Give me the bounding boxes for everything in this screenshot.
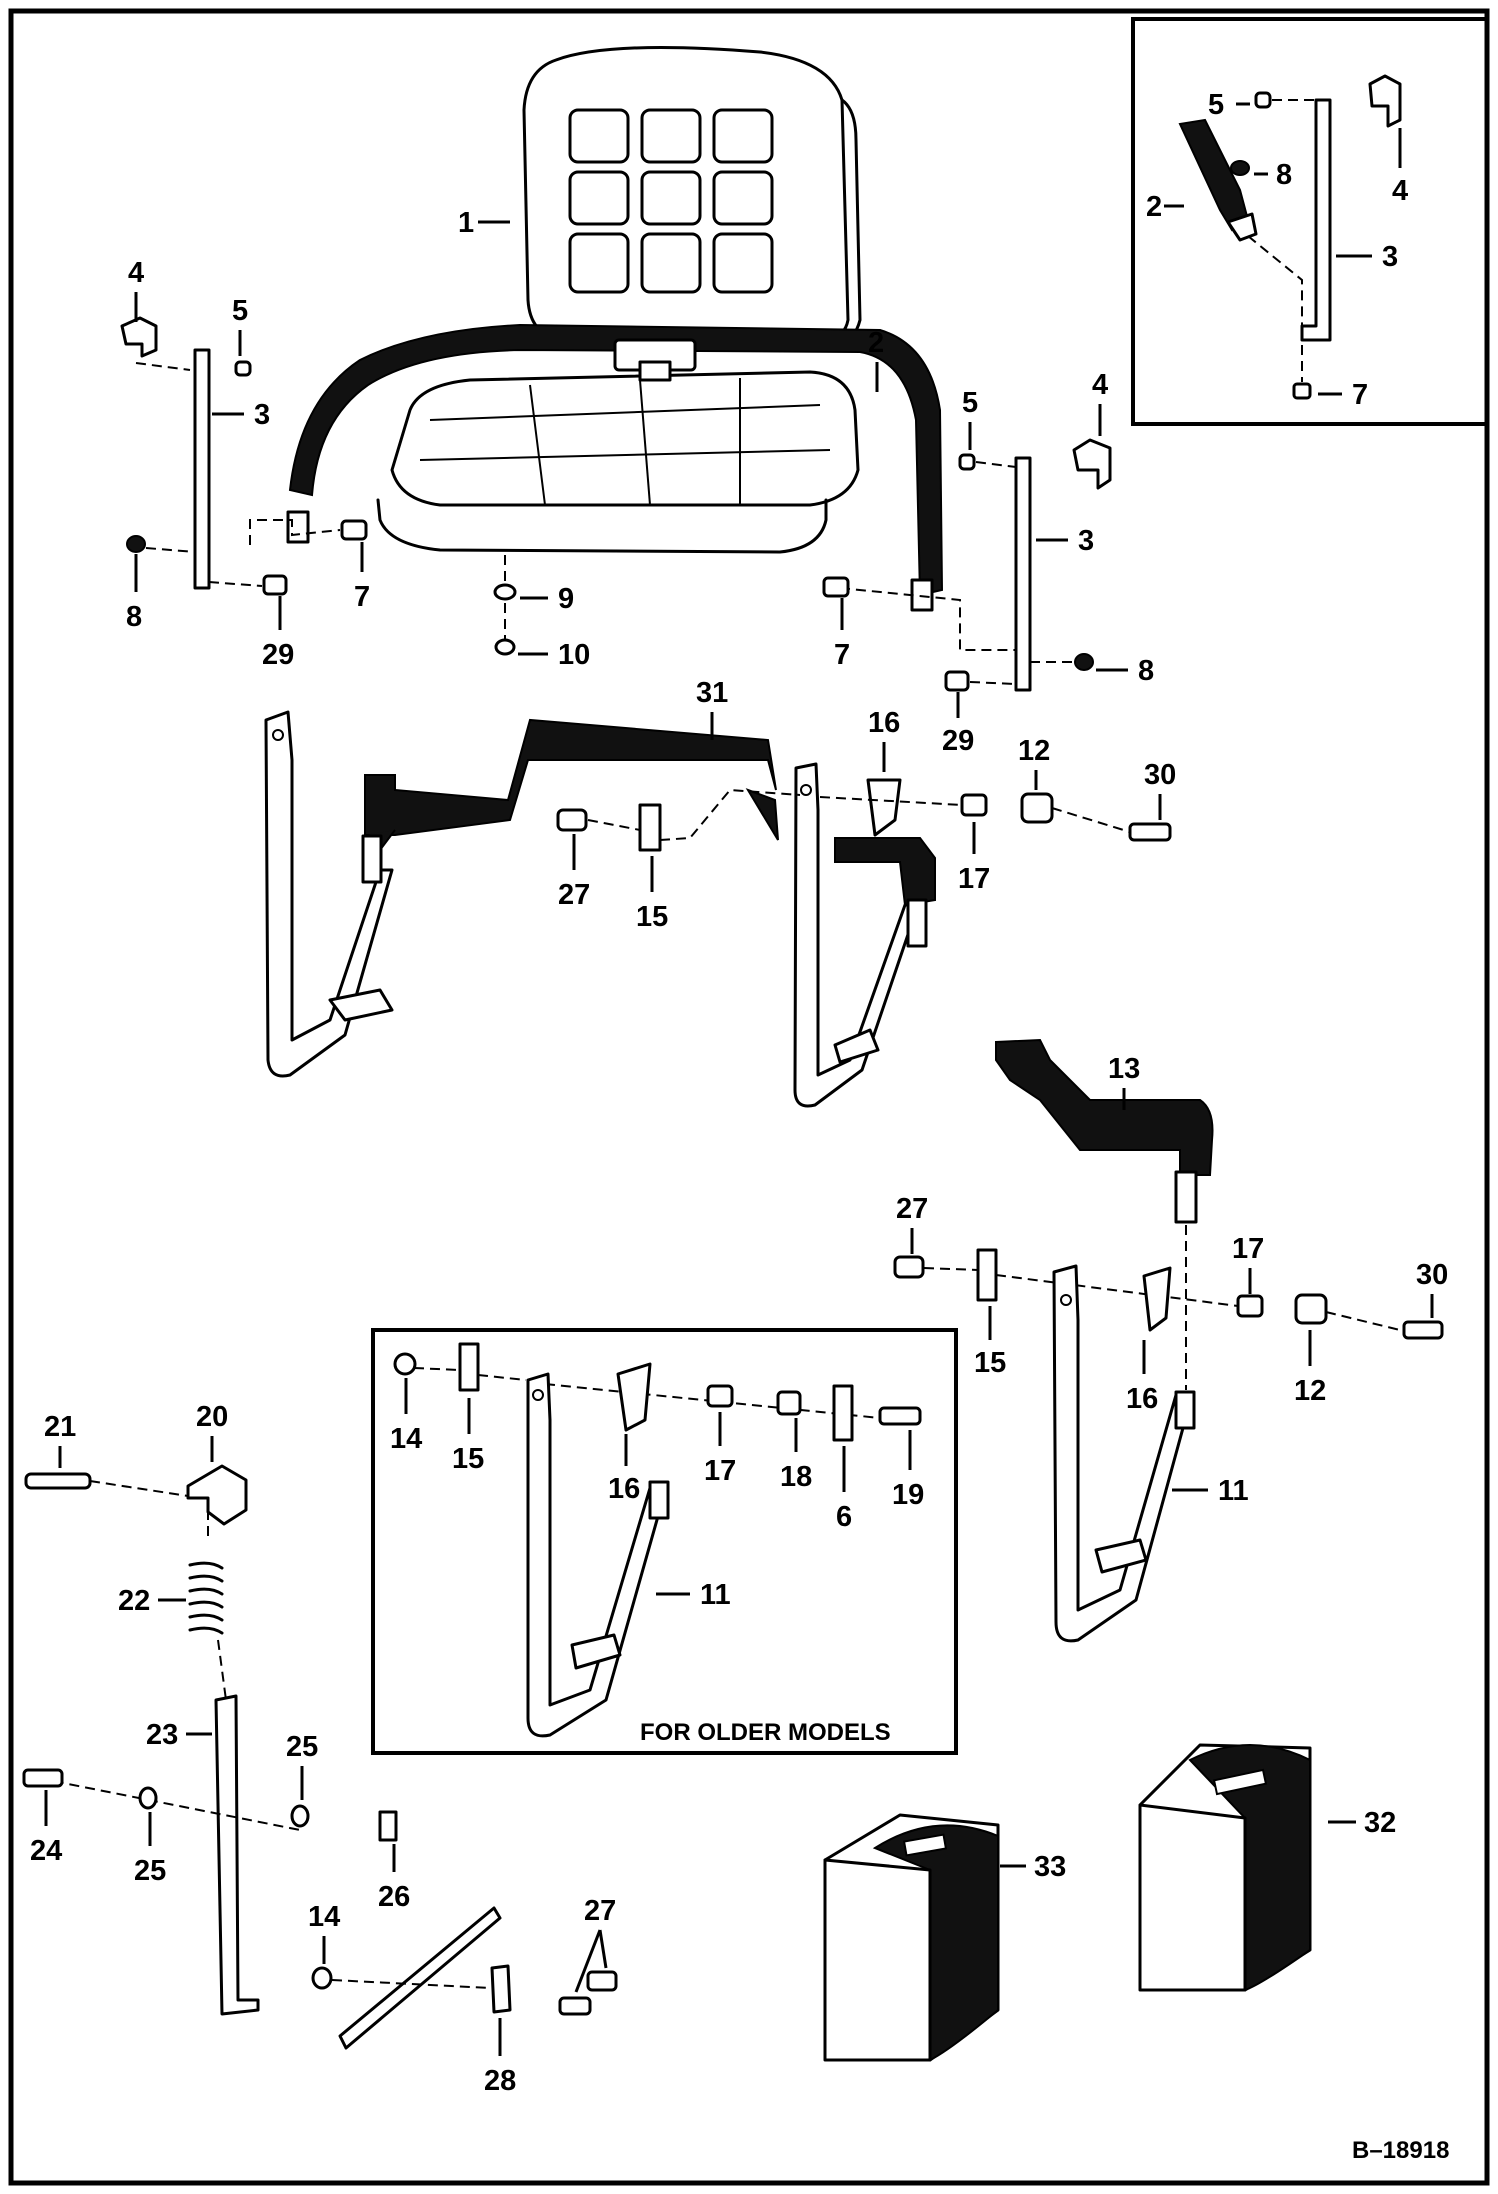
inset-seat-belt-mount: [1131, 17, 1489, 426]
outer-border: [8, 8, 1490, 2186]
callout-label: 16: [868, 707, 900, 739]
callout-label: 4: [1092, 369, 1108, 401]
callout-label: 4: [1392, 175, 1408, 207]
older-models-inset: [371, 1328, 958, 1755]
callout-label: 26: [378, 1881, 410, 1913]
callout-label: 2: [1146, 191, 1162, 223]
callout-label: 7: [354, 581, 370, 613]
callout-label: 16: [608, 1473, 640, 1505]
callout-label: 1: [458, 207, 474, 239]
left-belt-mount: [120, 316, 368, 596]
pad-32: [1138, 1743, 1312, 1992]
callout-label: 8: [1138, 655, 1154, 687]
callout-label: 4: [128, 257, 144, 289]
callout-label: 14: [308, 1901, 340, 1933]
callout-label: 12: [1018, 735, 1050, 767]
pad-33: [823, 1813, 1000, 2062]
callout-label: 19: [892, 1479, 924, 1511]
linkage-assembly: [22, 1464, 618, 2050]
older-models-caption: FOR OLDER MODELS: [640, 1719, 891, 1746]
callout-label: 29: [262, 639, 294, 671]
callout-label: 8: [1276, 159, 1292, 191]
callout-label: 13: [1108, 1053, 1140, 1085]
right-belt-mount: [822, 438, 1112, 692]
callout-label: 32: [1364, 1807, 1396, 1839]
callout-label: 29: [942, 725, 974, 757]
callout-label: 2: [868, 327, 884, 359]
callout-label: 24: [30, 1835, 62, 1867]
callout-label: 7: [1352, 379, 1368, 411]
callout-label: 16: [1126, 1383, 1158, 1415]
drawing-number: B–18918: [1352, 2137, 1449, 2164]
callout-label: 22: [118, 1585, 150, 1617]
callout-label: 31: [696, 677, 728, 709]
callout-label: 12: [1294, 1375, 1326, 1407]
callout-label: 8: [126, 601, 142, 633]
callout-label: 18: [780, 1461, 812, 1493]
callout-label: 30: [1144, 759, 1176, 791]
callout-label: 11: [1218, 1475, 1249, 1507]
callout-label: 15: [974, 1347, 1006, 1379]
callout-label: 6: [836, 1501, 852, 1533]
callout-label: 15: [452, 1443, 484, 1475]
callout-label: 15: [636, 901, 668, 933]
callout-label: 27: [558, 879, 590, 911]
callouts: 5 4 8 2 3 7 1 2 4 5 3 8 7 29 9 10 5 4: [30, 89, 1449, 2164]
callout-label: 7: [834, 639, 850, 671]
callout-label: 27: [896, 1193, 928, 1225]
callout-label: 25: [134, 1855, 166, 1887]
callout-label: 5: [232, 295, 248, 327]
callout-label: 27: [584, 1895, 616, 1927]
callout-label: 11: [700, 1579, 731, 1611]
callout-label: 17: [1232, 1233, 1264, 1265]
callout-label: 33: [1034, 1851, 1066, 1883]
callout-label: 3: [1382, 241, 1398, 273]
bar-31-assembly: [264, 710, 1172, 1108]
callout-label: 10: [558, 639, 590, 671]
callout-label: 17: [958, 863, 990, 895]
seat-assembly: [286, 46, 944, 656]
callout-label: 30: [1416, 1259, 1448, 1291]
callout-label: 17: [704, 1455, 736, 1487]
callout-label: 14: [390, 1423, 422, 1455]
callout-label: 25: [286, 1731, 318, 1763]
callout-label: 5: [1208, 89, 1224, 121]
bar-13-assembly: [893, 1038, 1444, 1643]
callout-label: 28: [484, 2065, 516, 2097]
callout-label: 21: [44, 1411, 76, 1443]
callout-label: 23: [146, 1719, 178, 1751]
callout-label: 9: [558, 583, 574, 615]
callout-label: 3: [254, 399, 270, 431]
callout-label: 3: [1078, 525, 1094, 557]
callout-label: 20: [196, 1401, 228, 1433]
callout-label: 5: [962, 387, 978, 419]
